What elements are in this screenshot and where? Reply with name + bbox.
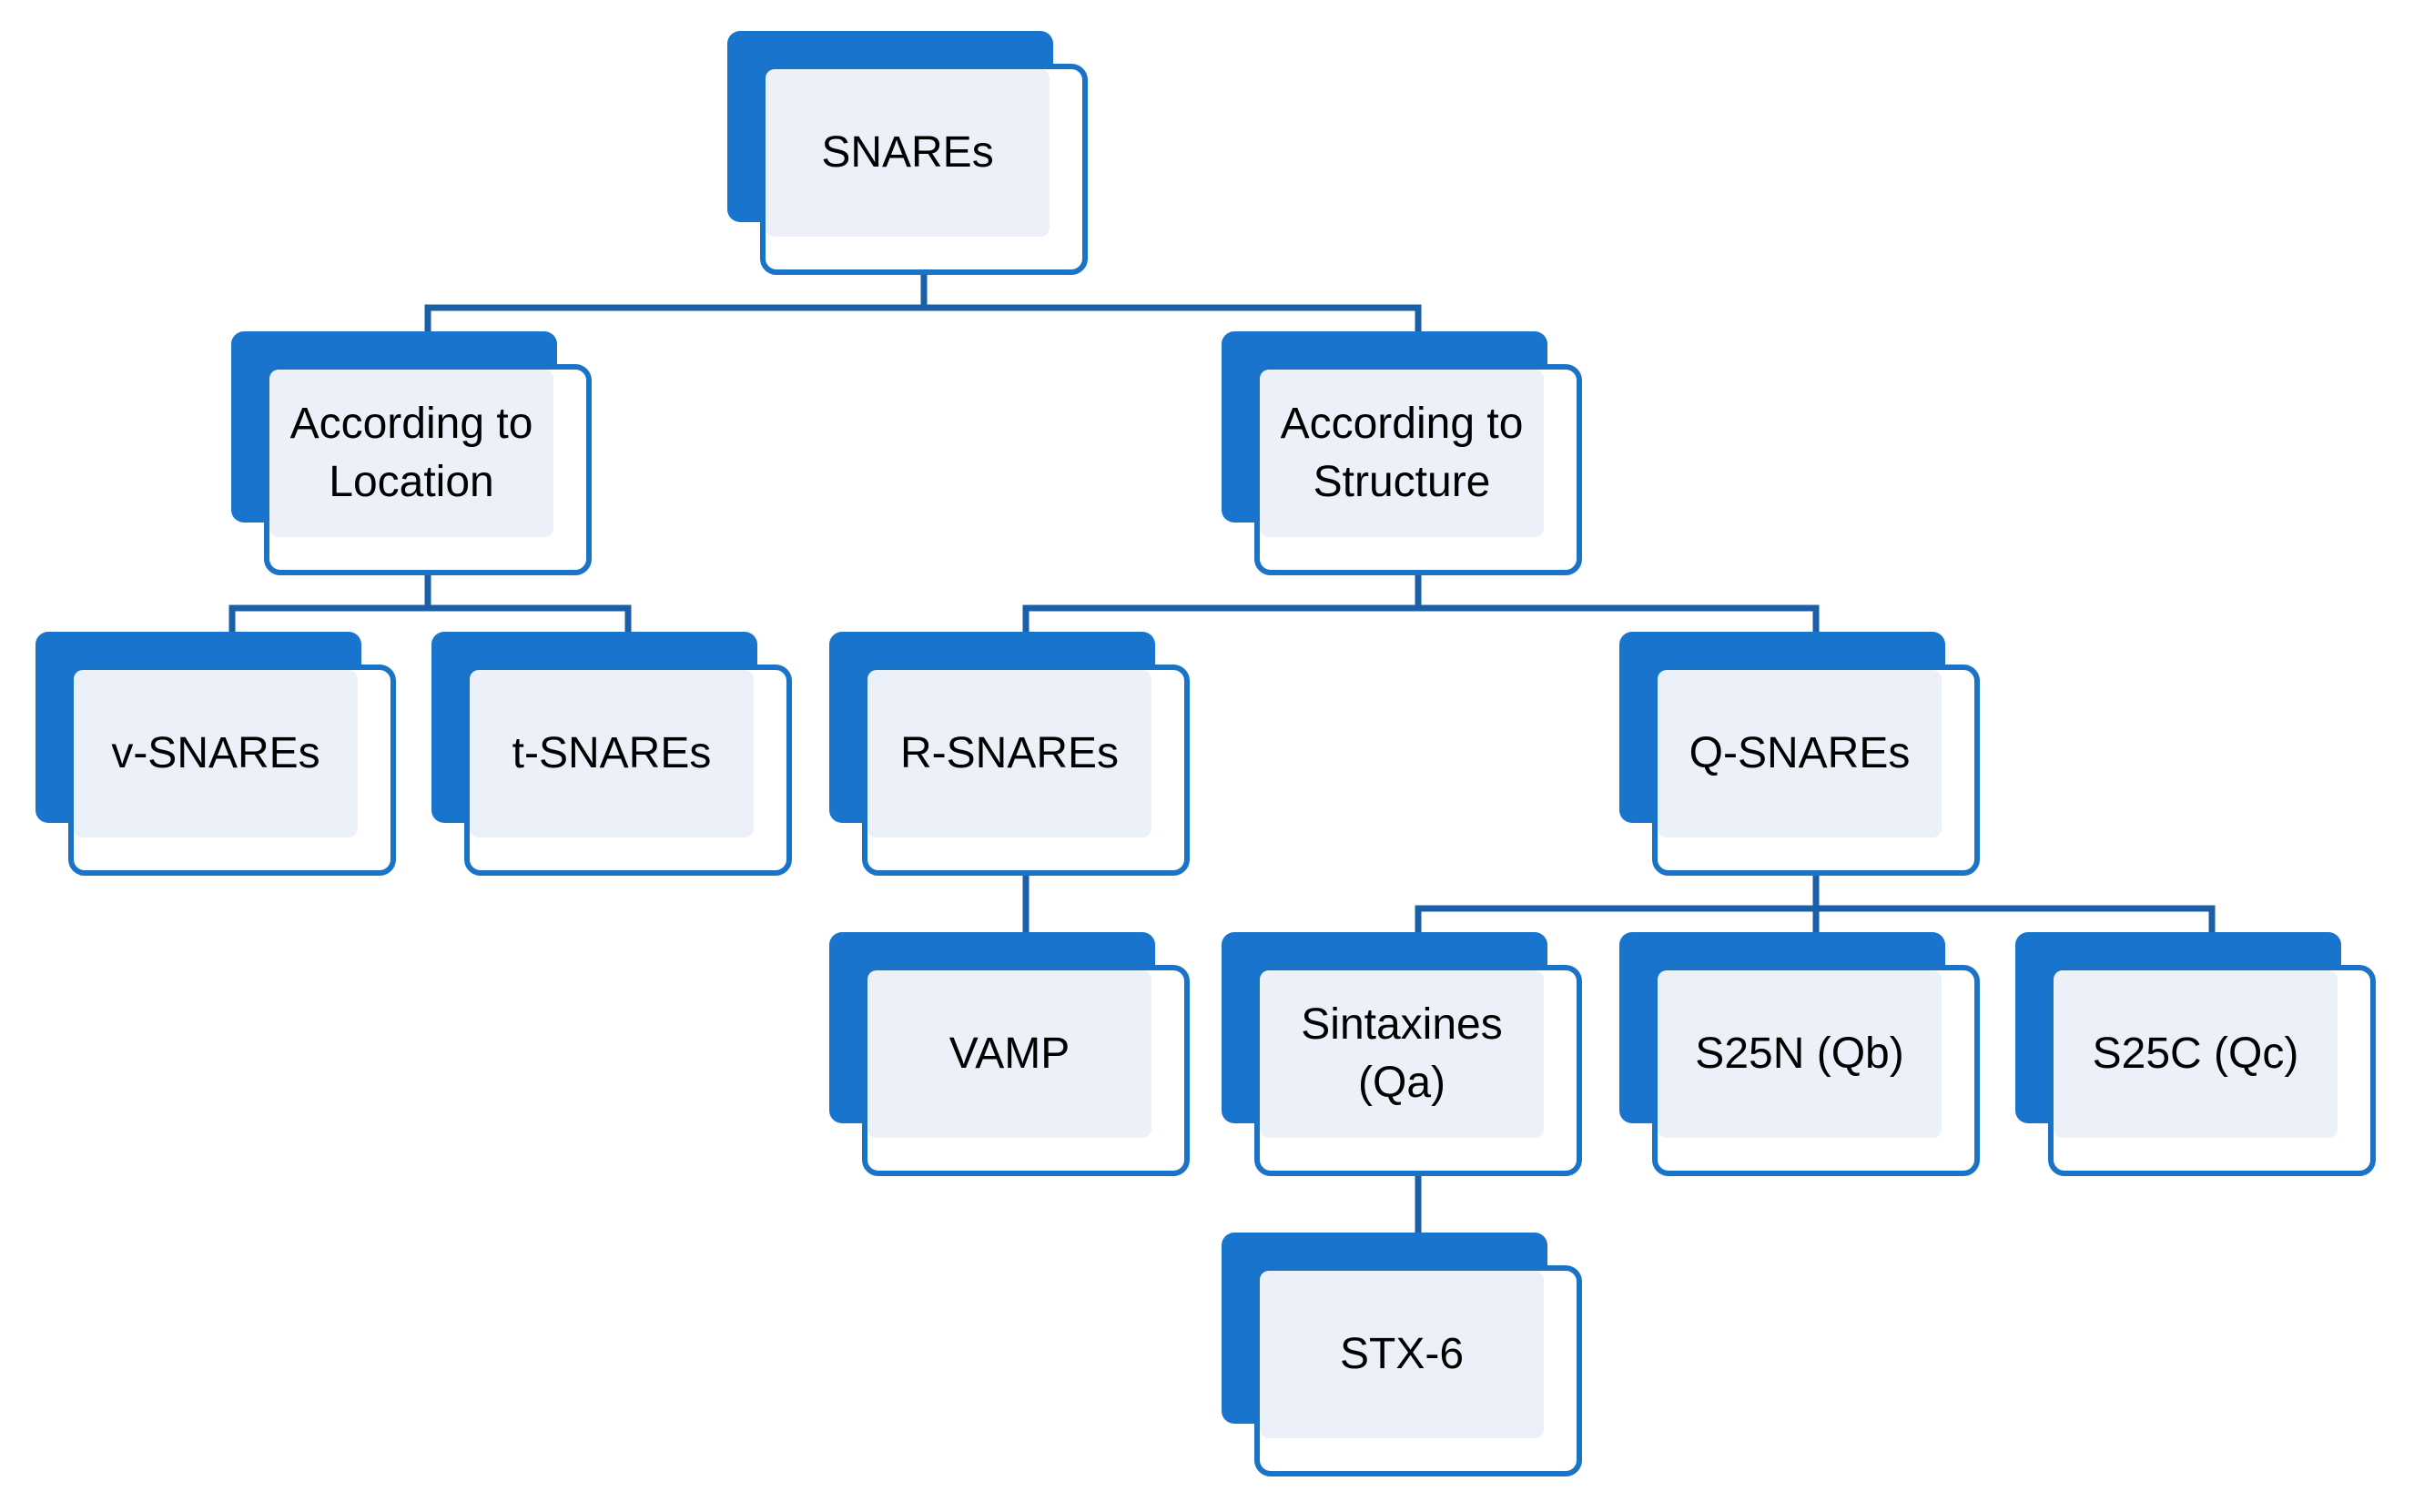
node-label: SNAREs	[821, 128, 994, 177]
node-label: VAMP	[948, 1030, 1070, 1078]
node-panel	[74, 670, 358, 837]
node-panel	[766, 69, 1050, 237]
node-panel	[269, 370, 553, 537]
node-label: R-SNAREs	[899, 729, 1120, 777]
node-panel	[1260, 370, 1544, 537]
node-panel	[2054, 970, 2338, 1138]
node-panel	[1260, 1271, 1544, 1438]
node-label: S25N (Qb)	[1695, 1030, 1904, 1078]
node-label: S25C (Qc)	[2092, 1030, 2299, 1078]
node-label: According to Structure	[1280, 400, 1524, 506]
node-label: According to Location	[289, 400, 533, 506]
node-label: Sintaxines (Qa)	[1301, 1000, 1503, 1107]
node-panel	[1658, 970, 1942, 1138]
node-label: STX-6	[1339, 1330, 1465, 1378]
node-label: v-SNAREs	[111, 729, 320, 777]
node-label: t-SNAREs	[512, 729, 712, 777]
node-panel	[470, 670, 754, 837]
node-panel	[867, 670, 1151, 837]
node-label: Q-SNAREs	[1689, 729, 1911, 777]
node-panel	[867, 970, 1151, 1138]
node-panel	[1260, 970, 1544, 1138]
node-panel	[1658, 670, 1942, 837]
